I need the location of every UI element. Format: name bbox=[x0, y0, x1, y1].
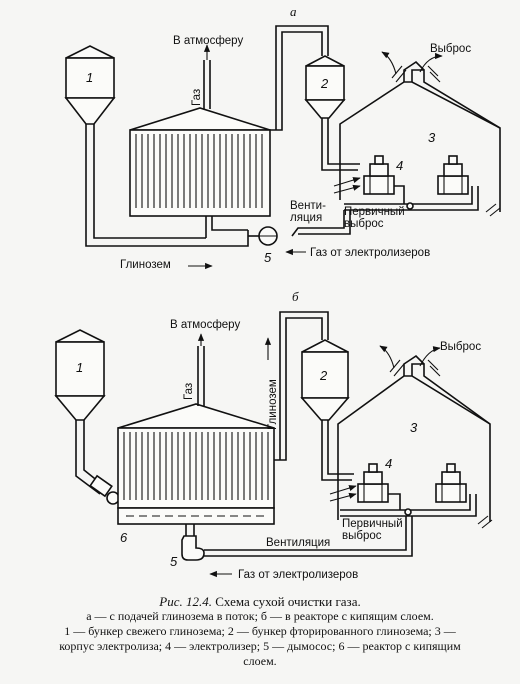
panel-b-letter: б bbox=[292, 289, 299, 304]
caption-line-1: а — с подачей глинозема в поток; б — в р… bbox=[86, 609, 434, 623]
label-gas-b: Газ bbox=[183, 383, 195, 400]
label-gas-from-cells-b: Газ от электролизеров bbox=[238, 569, 358, 581]
fluorinated-alumina-silo-b bbox=[300, 339, 350, 421]
gas-filter-a bbox=[129, 107, 271, 217]
potroom-building-a bbox=[339, 60, 501, 212]
label-ventilation-b: Вентиляция bbox=[266, 537, 330, 549]
label-to-atmosphere-a: В атмосферу bbox=[173, 35, 243, 47]
figure-caption: Рис. 12.4. Схема сухой очистки газа. а —… bbox=[0, 594, 520, 669]
label-alumina-a: Глинозем bbox=[120, 259, 171, 271]
exhaust-fan-b bbox=[181, 524, 205, 561]
label-gas-a: Газ bbox=[191, 89, 203, 106]
label-silo-1-a: 1 bbox=[86, 70, 93, 85]
label-alumina-b: Глинозем bbox=[267, 379, 279, 430]
label-primary-emission-a2: выброс bbox=[344, 218, 384, 230]
label-emission-a: Выброс bbox=[430, 43, 471, 55]
label-primary-emission-b2: выброс bbox=[342, 530, 382, 542]
label-building-3-b: 3 bbox=[410, 420, 418, 435]
caption-fig-number: Рис. 12.4. bbox=[159, 594, 212, 609]
label-primary-emission-a1: Первичный bbox=[344, 206, 405, 218]
label-silo-2-b: 2 bbox=[319, 368, 328, 383]
reduction-cell-b2 bbox=[435, 463, 467, 503]
reduction-cell-a2 bbox=[437, 155, 469, 195]
label-cell-4-a: 4 bbox=[396, 158, 403, 173]
label-silo-1-b: 1 bbox=[76, 360, 83, 375]
reduction-cell-b1 bbox=[357, 463, 389, 503]
label-gas-from-cells-a: Газ от электролизеров bbox=[310, 247, 430, 259]
caption-title: Схема сухой очистки газа. bbox=[215, 594, 361, 609]
label-fan-5-a: 5 bbox=[264, 250, 272, 265]
gas-filter-b bbox=[117, 403, 275, 525]
reduction-cell-a1 bbox=[363, 155, 395, 195]
panel-a-letter: а bbox=[290, 4, 297, 19]
label-reactor-6-b: 6 bbox=[120, 530, 128, 545]
exhaust-fan-a bbox=[258, 226, 278, 246]
potroom-building-b bbox=[337, 354, 491, 522]
label-primary-emission-b1: Первичный bbox=[342, 518, 403, 530]
panel-b: б 1 6 В атмосферу Газ bbox=[54, 289, 493, 581]
label-building-3-a: 3 bbox=[428, 130, 436, 145]
fluorinated-alumina-silo-a bbox=[304, 55, 346, 119]
label-to-atmosphere-b: В атмосферу bbox=[170, 319, 240, 331]
caption-line-3: корпус электролиза; 4 — электролизер; 5 … bbox=[59, 639, 461, 653]
label-cell-4-b: 4 bbox=[385, 456, 392, 471]
feeder-screw-b bbox=[89, 474, 120, 505]
label-ventilation-a2: ляция bbox=[290, 212, 322, 224]
label-ventilation-a1: Венти- bbox=[290, 200, 326, 212]
label-emission-b: Выброс bbox=[440, 341, 481, 353]
fresh-alumina-silo-a bbox=[64, 45, 116, 125]
label-fan-5-b: 5 bbox=[170, 554, 178, 569]
caption-line-4: слоем. bbox=[243, 654, 277, 668]
label-silo-2-a: 2 bbox=[320, 76, 329, 91]
fresh-alumina-silo-b bbox=[54, 329, 106, 421]
panel-a: а 1 В атмосферу Газ 2 bbox=[64, 4, 501, 271]
caption-line-2: 1 — бункер свежего глинозема; 2 — бункер… bbox=[64, 624, 456, 638]
